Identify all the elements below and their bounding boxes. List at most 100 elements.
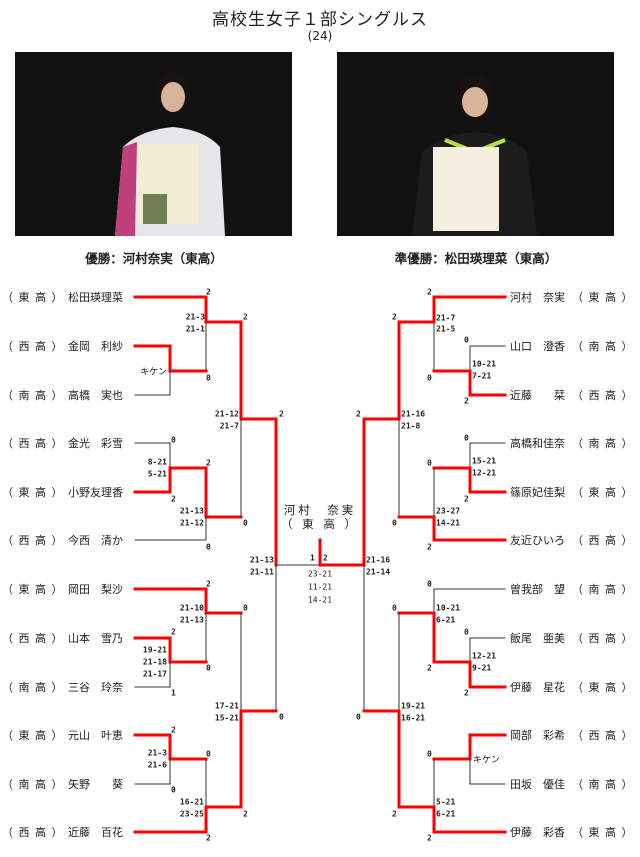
page-number: (24) xyxy=(307,29,333,43)
right-game-score: 14-21 xyxy=(436,518,461,528)
right-game-score: 7-21 xyxy=(472,371,492,381)
left-game-score: 16-21 xyxy=(179,797,204,807)
right-game-score: 23-27 xyxy=(436,506,461,516)
right-game-score: 21-16 xyxy=(401,409,426,419)
left-game-score: 21-17 xyxy=(142,669,167,679)
left-match-games-won: 1 xyxy=(171,688,176,698)
left-game-score: 8-21 xyxy=(147,457,167,467)
left-player-name: 矢野 葵 xyxy=(68,778,123,791)
right-player-school: （ 東 高 ） xyxy=(572,826,634,839)
champion-name: 河村 奈実 xyxy=(283,503,357,517)
final-score-1: 23-21 xyxy=(307,569,333,579)
right-player-name: 山口 澄香 xyxy=(510,340,565,353)
right-match-games-won: 0 xyxy=(464,627,469,637)
right-player-name: 近藤 栞 xyxy=(510,389,565,402)
left-match-games-won: 2 xyxy=(243,809,248,819)
left-player-name: 山本 雪乃 xyxy=(68,632,123,645)
left-match-games-won: 0 xyxy=(206,373,211,383)
right-player-school: （ 西 高 ） xyxy=(572,729,634,742)
right-game-score: 6-21 xyxy=(436,809,456,819)
left-player-name: 金光 彩雪 xyxy=(68,437,123,450)
right-match-games-won: 0 xyxy=(464,335,469,345)
left-player-school: （ 西 高 ） xyxy=(2,437,64,450)
left-game-score: 21-12 xyxy=(214,409,239,419)
left-match-games-won: 0 xyxy=(206,749,211,759)
left-game-score: 21-13 xyxy=(179,506,204,516)
right-player-name: 篠原妃佳梨 xyxy=(510,486,565,499)
right-match-games-won: 0 xyxy=(392,518,397,528)
left-player-school: （ 西 高 ） xyxy=(2,340,64,353)
left-player-name: 元山 叶恵 xyxy=(68,729,123,742)
right-game-score: 21-5 xyxy=(436,324,456,334)
final-games-right: 2 xyxy=(323,553,328,563)
right-game-score: 6-21 xyxy=(436,615,456,625)
right-player-name: 曽我部 望 xyxy=(510,583,565,596)
left-match-games-won: 2 xyxy=(171,494,176,504)
right-match-games-won: 2 xyxy=(392,809,397,819)
final-score-2: 11-21 xyxy=(307,582,333,592)
right-game-score: 12-21 xyxy=(472,651,497,661)
left-semi-score-2: 21-11 xyxy=(249,567,274,577)
right-game-score: 10-21 xyxy=(436,603,461,613)
left-player-school: （ 東 高 ） xyxy=(2,291,64,304)
right-match-games-won: 0 xyxy=(392,603,397,613)
right-player-name: 河村 奈実 xyxy=(510,291,565,304)
right-semi-score-2: 21-14 xyxy=(366,567,391,577)
left-player-school: （ 西 高 ） xyxy=(2,632,64,645)
left-match-games-won: 2 xyxy=(171,627,176,637)
left-game-score: 21-1 xyxy=(185,324,205,334)
right-match-games-won: 0 xyxy=(356,712,361,722)
left-player-name: 岡田 梨沙 xyxy=(68,583,123,596)
right-player-name: 田坂 優佳 xyxy=(510,778,565,791)
left-game-score: 21-6 xyxy=(147,760,167,770)
left-forfeit-label: キケン xyxy=(140,367,167,378)
right-player-school: （ 南 高 ） xyxy=(572,340,634,353)
left-player-school: （ 西 高 ） xyxy=(2,534,64,547)
left-match-games-won: 0 xyxy=(243,603,248,613)
right-match-games-won: 0 xyxy=(427,579,432,589)
right-player-school: （ 東 高 ） xyxy=(572,291,634,304)
right-game-score: 19-21 xyxy=(401,701,426,711)
right-player-name: 伊藤 星花 xyxy=(510,681,565,694)
right-game-score: 21-7 xyxy=(436,313,456,323)
right-match-games-won: 0 xyxy=(427,749,432,759)
right-match-games-won: 2 xyxy=(464,688,469,698)
left-player-school: （ 西 高 ） xyxy=(2,826,64,839)
left-game-score: 17-21 xyxy=(214,701,239,711)
runner-up-caption: 準優勝：松田瑛理菜（東高） xyxy=(394,251,558,266)
right-match-games-won: 2 xyxy=(356,409,361,419)
left-game-score: 5-21 xyxy=(147,469,167,479)
right-game-score: 5-21 xyxy=(436,797,456,807)
left-player-school: （ 南 高 ） xyxy=(2,389,64,402)
left-game-score: 21-10 xyxy=(179,603,204,613)
right-player-school: （ 東 高 ） xyxy=(572,486,634,499)
left-player-school: （ 東 高 ） xyxy=(2,486,64,499)
left-player-name: 金岡 利紗 xyxy=(68,340,123,353)
right-match-games-won: 0 xyxy=(464,433,469,443)
right-match-games-won: 2 xyxy=(392,312,397,322)
left-match-games-won: 2 xyxy=(206,579,211,589)
right-player-school: （ 東 高 ） xyxy=(572,681,634,694)
left-player-school: （ 南 高 ） xyxy=(2,681,64,694)
left-game-score: 15-21 xyxy=(214,713,239,723)
right-match-games-won: 0 xyxy=(427,373,432,383)
left-match-games-won: 2 xyxy=(279,409,284,419)
left-player-school: （ 東 高 ） xyxy=(2,583,64,596)
left-player-name: 近藤 百花 xyxy=(68,826,123,839)
left-match-games-won: 0 xyxy=(171,435,176,445)
left-game-score: 21-12 xyxy=(179,518,204,528)
right-match-games-won: 2 xyxy=(427,833,432,843)
left-match-games-won: 0 xyxy=(243,518,248,528)
right-match-games-won: 0 xyxy=(427,458,432,468)
winner-photo-image xyxy=(15,52,292,236)
right-player-school: （ 西 高 ） xyxy=(572,534,634,547)
final-score-3: 14-21 xyxy=(307,595,333,605)
right-match-games-won: 2 xyxy=(427,542,432,552)
right-player-school: （ 南 高 ） xyxy=(572,583,634,596)
right-player-name: 飯尾 亜美 xyxy=(510,632,565,645)
final-games-left: 1 xyxy=(310,553,315,563)
left-match-games-won: 2 xyxy=(206,833,211,843)
right-player-school: （ 西 高 ） xyxy=(572,632,634,645)
